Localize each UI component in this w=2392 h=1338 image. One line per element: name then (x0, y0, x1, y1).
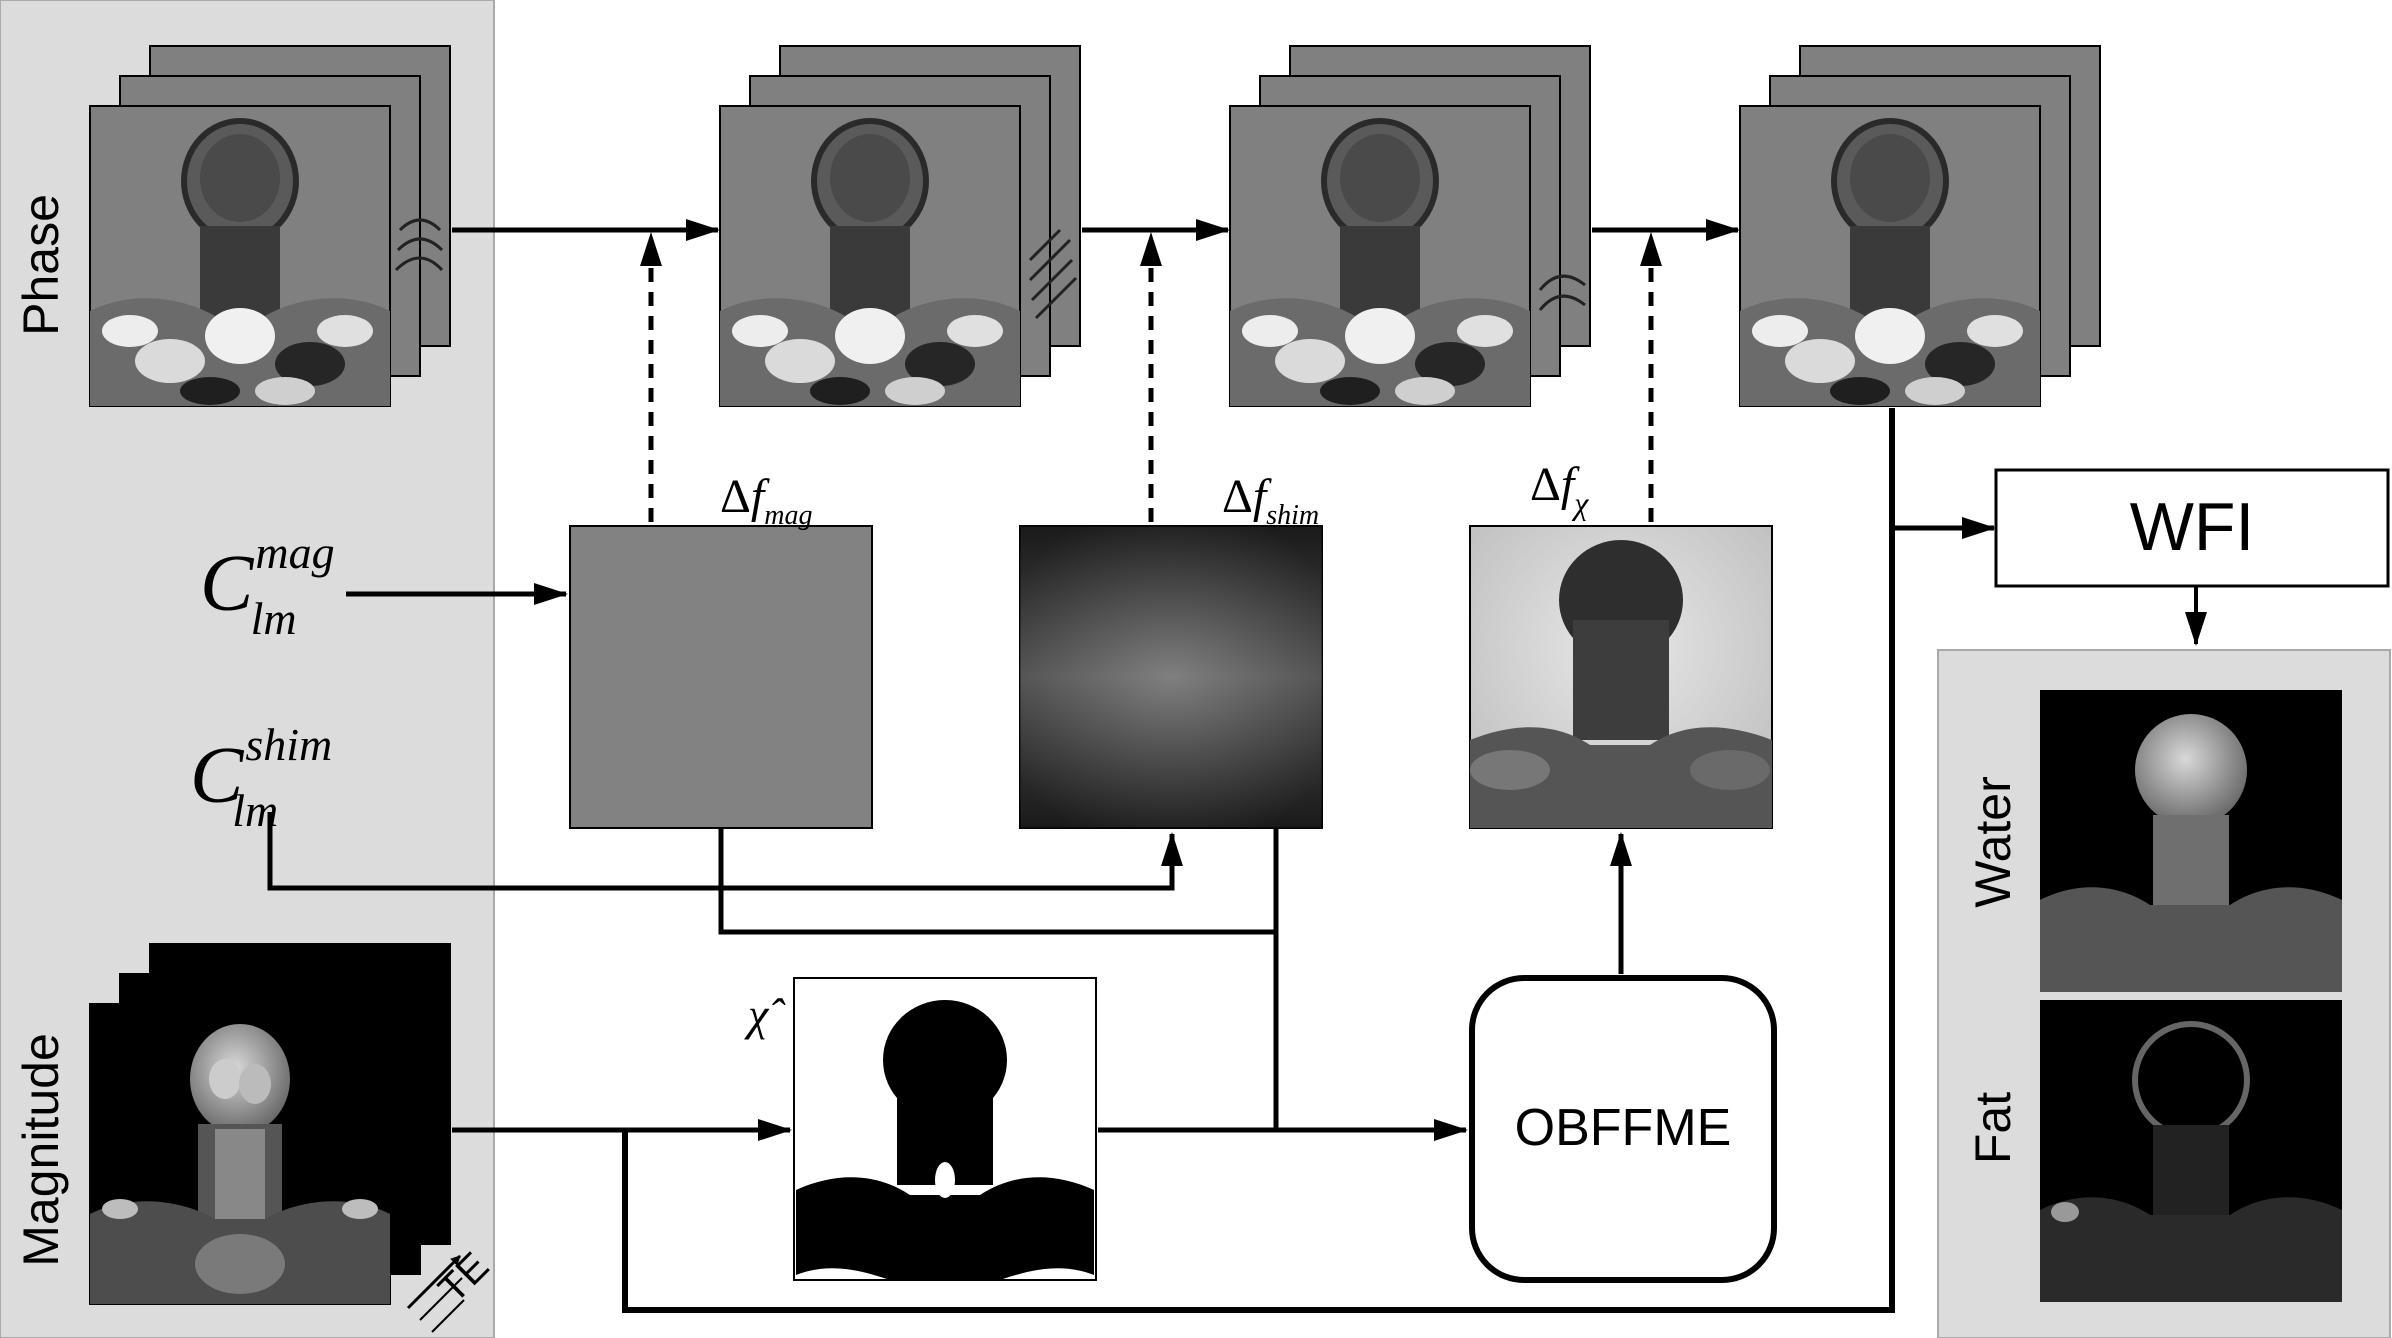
correction-dashed-arrows (640, 232, 1662, 522)
chi-hat-map (793, 977, 1097, 1281)
fat-label: Fat (1965, 1092, 2021, 1164)
field-maps-join (718, 828, 1276, 935)
delta-f-mag-label: Δfmag (720, 470, 812, 531)
magnitude-label: Magnitude (13, 1033, 69, 1267)
obffme-label: OBFFME (1515, 1099, 1732, 1157)
magnitude-input-stack (89, 943, 451, 1305)
delta-f-chi-map (1469, 525, 1773, 829)
phase-stack-corrected-1 (720, 45, 1081, 406)
phase-stack-corrected-3 (1740, 45, 2101, 406)
chi-hat-label: χ̂ (744, 989, 786, 1040)
phase-label: Phase (13, 194, 69, 336)
delta-f-shim-label: Δfshim (1222, 470, 1319, 531)
delta-f-chi-label: Δfχ (1530, 458, 1589, 521)
phase-input-stack (90, 45, 451, 406)
phase-stack-corrected-2 (1230, 45, 1591, 406)
te-arrow (406, 1254, 465, 1333)
wfi-label: WFI (2130, 489, 2255, 565)
fat-image (2040, 1000, 2342, 1302)
delta-f-mag-map (569, 525, 873, 829)
water-label: Water (1965, 776, 2021, 908)
wfi-box (1994, 468, 2390, 588)
magnitude-bypass-line (622, 408, 1895, 1313)
obffme-box (1469, 975, 1777, 1283)
water-image (2040, 690, 2342, 992)
